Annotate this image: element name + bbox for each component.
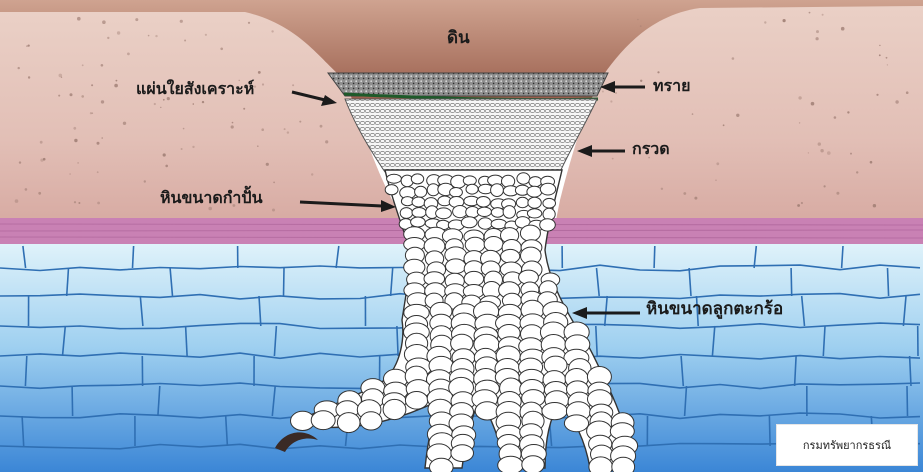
label-geotextile: แผ่นใยสังเคราะห์ [136,81,254,97]
label-soil: ดิน [447,30,470,47]
credit-box: กรมทรัพยากรธรณี [776,424,918,466]
label-fist-size-rock: หินขนาดกำปั้น [160,190,263,206]
label-gravel: กรวด [632,141,670,157]
sand-layer [328,73,608,96]
label-coconut-size-rock: หินขนาดลูกตะกร้อ [646,301,783,318]
gravel-layer [345,99,597,172]
credit-text: กรมทรัพยากรธรณี [803,436,891,454]
label-sand: ทราย [653,78,691,94]
